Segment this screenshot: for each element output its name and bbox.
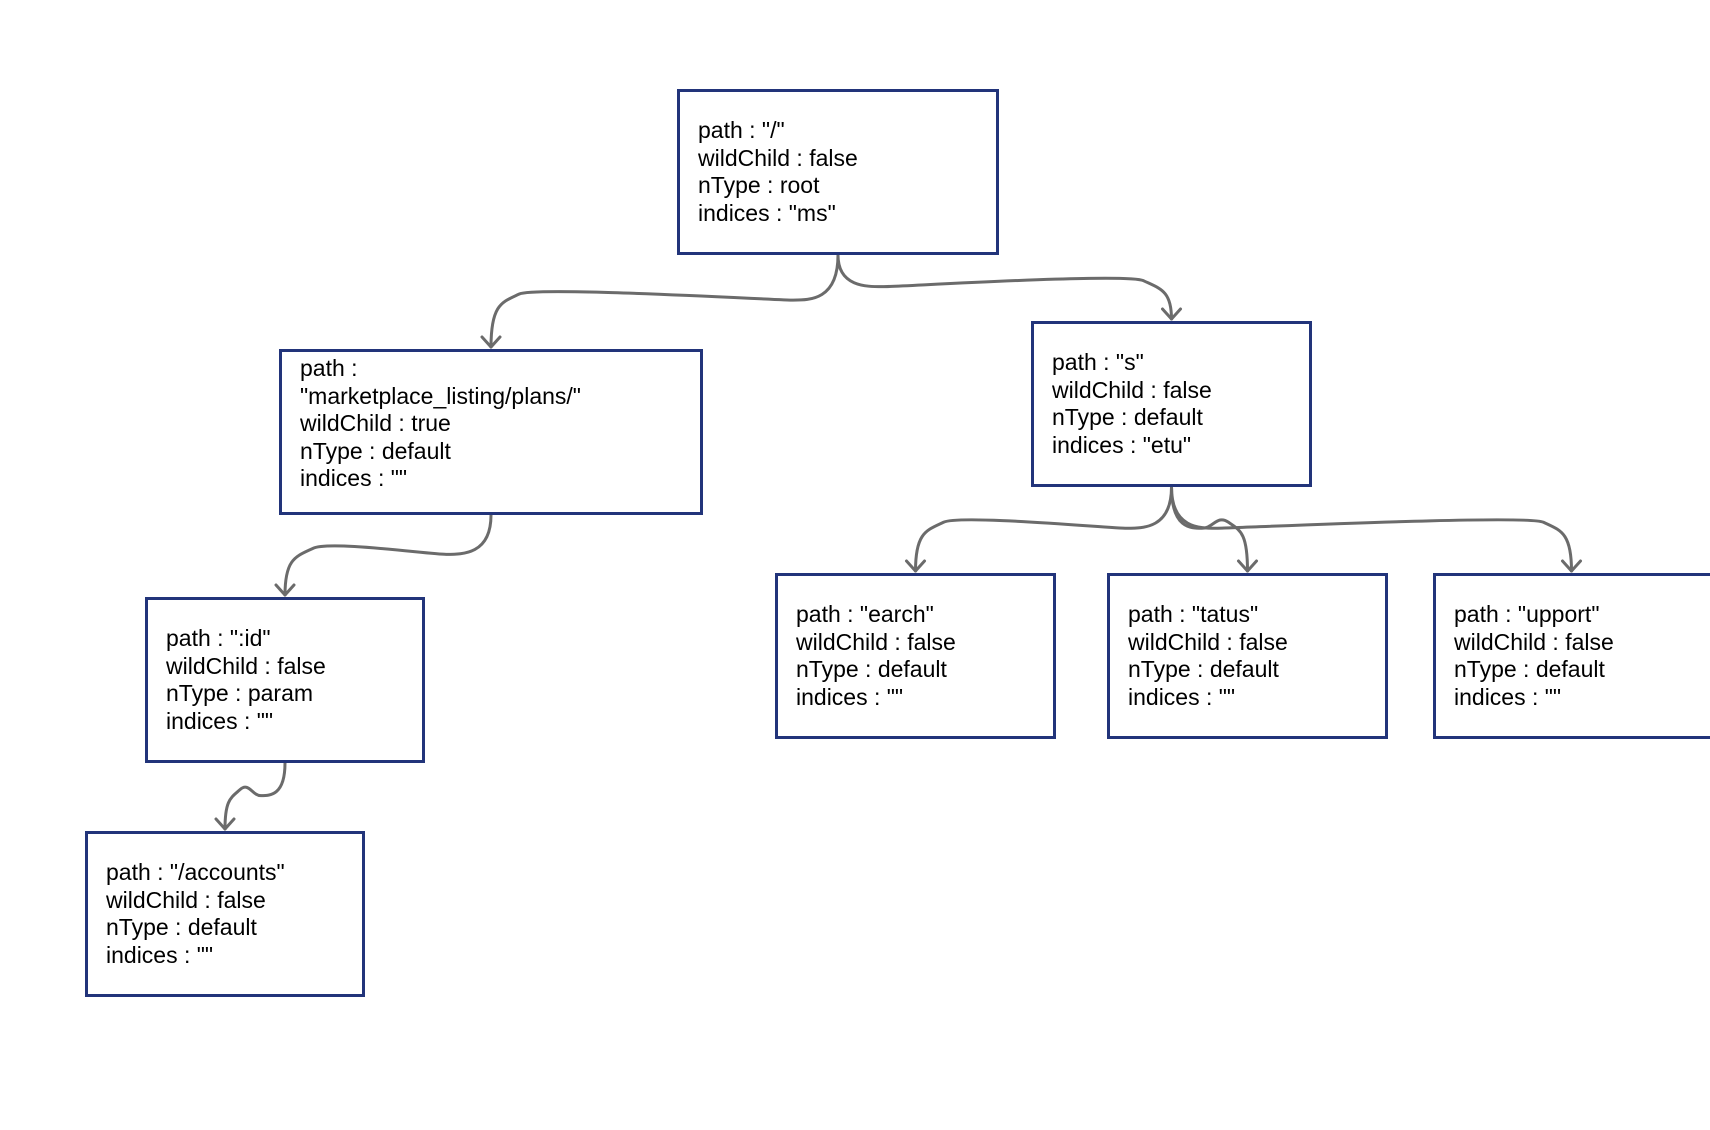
node-marketplace-indices: indices : "": [300, 465, 408, 490]
node-earch-indices: indices : "": [796, 683, 904, 710]
arrowhead-s-upport: [1561, 559, 1582, 573]
node-s-ntype: nType : default: [1052, 404, 1203, 430]
node-marketplace: path : "marketplace_listing/plans/" wild…: [279, 349, 703, 515]
arrowhead-root-s: [1161, 307, 1182, 321]
node-marketplace-path: path : "marketplace_listing/plans/": [300, 355, 581, 409]
node-root-wildchild: wildChild : false: [698, 144, 858, 171]
edge-root-s: [836, 253, 1173, 321]
node-root-indices: indices : "ms": [698, 199, 836, 226]
edge-s-tatus: [1170, 485, 1249, 573]
node-id-ntype: nType : param: [166, 680, 314, 706]
edge-id-accounts: [223, 761, 287, 831]
node-s: path : "s" wildChild : false nType : def…: [1031, 321, 1312, 487]
node-tatus: path : "tatus" wildChild : false nType :…: [1107, 573, 1388, 739]
node-earch-ntype: nType : default: [796, 656, 947, 682]
node-earch: path : "earch" wildChild : false nType :…: [775, 573, 1056, 739]
node-upport-wildchild: wildChild : false: [1454, 628, 1614, 655]
node-upport-path: path : "upport": [1454, 601, 1600, 627]
node-upport-indices: indices : "": [1454, 683, 1562, 710]
edge-marketplace-id: [283, 513, 493, 597]
node-earch-path: path : "earch": [796, 601, 934, 627]
node-id-wildchild: wildChild : false: [166, 652, 326, 679]
node-marketplace-wildchild: wildChild : true: [300, 410, 451, 436]
node-accounts: path : "/accounts" wildChild : false nTy…: [85, 831, 365, 997]
edge-s-earch: [914, 485, 1173, 573]
node-tatus-indices: indices : "": [1128, 683, 1236, 710]
node-accounts-indices: indices : "": [106, 941, 214, 968]
node-accounts-path: path : "/accounts": [106, 859, 285, 885]
node-tatus-ntype: nType : default: [1128, 656, 1279, 682]
node-root-path: path : "/": [698, 117, 785, 143]
node-s-indices: indices : "etu": [1052, 431, 1192, 458]
node-id: path : ":id" wildChild : false nType : p…: [145, 597, 425, 763]
node-root-ntype: nType : root: [698, 172, 820, 198]
edge-root-marketplace: [489, 253, 840, 349]
node-id-indices: indices : "": [166, 707, 274, 734]
node-s-wildchild: wildChild : false: [1052, 376, 1212, 403]
node-earch-wildchild: wildChild : false: [796, 628, 956, 655]
edge-s-upport: [1170, 485, 1573, 573]
node-accounts-wildchild: wildChild : false: [106, 886, 266, 913]
node-upport: path : "upport" wildChild : false nType …: [1433, 573, 1710, 739]
arrowhead-id-accounts: [214, 817, 236, 831]
node-tatus-path: path : "tatus": [1128, 601, 1259, 627]
node-root: path : "/" wildChild : false nType : roo…: [677, 89, 999, 255]
arrowhead-root-marketplace: [480, 335, 502, 349]
arrowhead-marketplace-id: [274, 583, 296, 597]
node-id-path: path : ":id": [166, 625, 271, 651]
arrowhead-s-tatus: [1237, 559, 1258, 573]
node-marketplace-ntype: nType : default: [300, 437, 451, 464]
node-upport-ntype: nType : default: [1454, 656, 1605, 682]
node-s-path: path : "s": [1052, 349, 1144, 375]
node-accounts-ntype: nType : default: [106, 914, 257, 940]
node-tatus-wildchild: wildChild : false: [1128, 628, 1288, 655]
arrowhead-s-earch: [905, 559, 926, 573]
